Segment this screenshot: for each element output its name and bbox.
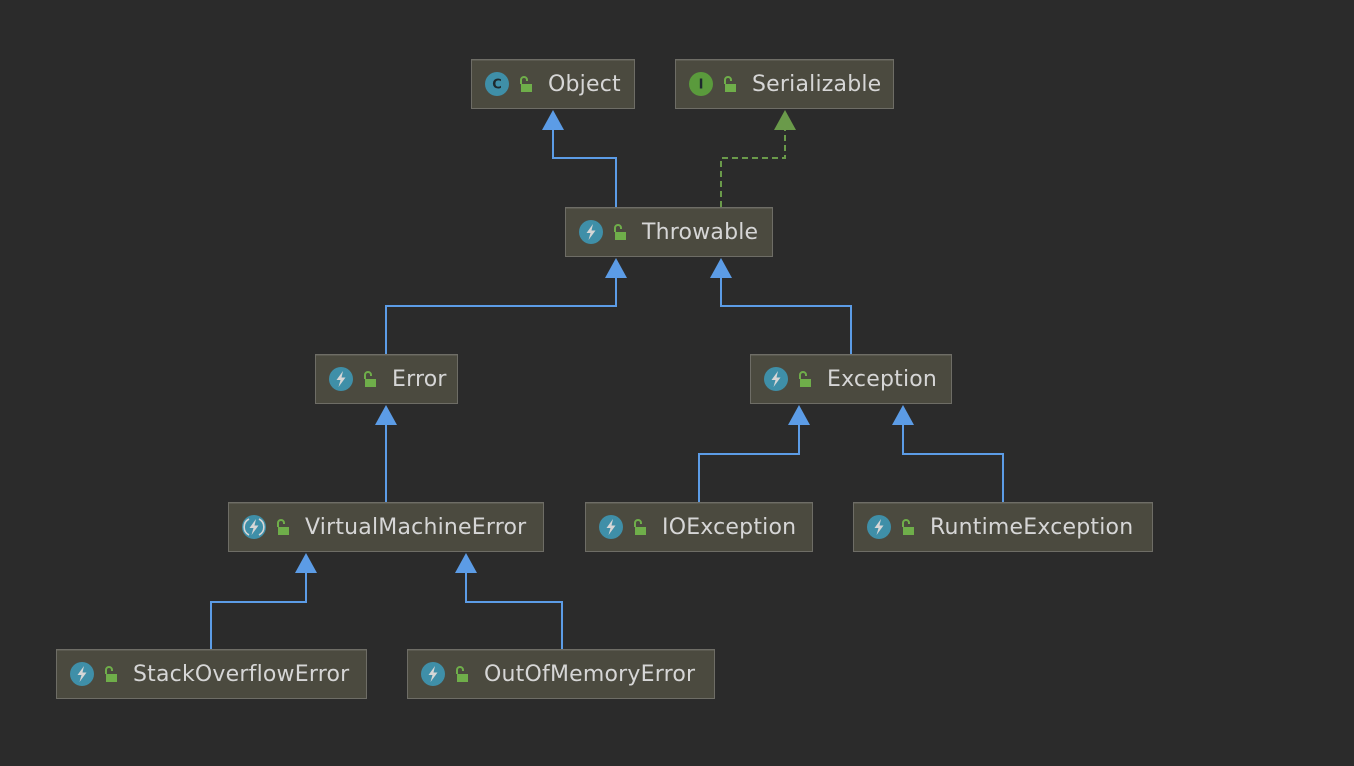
unlocked-lock-icon: [456, 666, 468, 682]
extends-arrowhead: [455, 553, 477, 573]
edges-layer: [210, 110, 1004, 649]
node-throwable[interactable]: Throwable: [565, 207, 773, 257]
node-label: StackOverflowError: [133, 661, 350, 687]
exception-class-icon: [329, 367, 353, 391]
node-error[interactable]: Error: [315, 354, 458, 404]
lightning-glyph: [249, 519, 259, 535]
node-object[interactable]: C Object: [471, 59, 635, 109]
unlocked-lock-icon: [520, 76, 532, 92]
unlocked-lock-icon: [634, 519, 646, 535]
node-serializable[interactable]: I Serializable: [675, 59, 894, 109]
extends-arrowhead: [892, 405, 914, 425]
unlocked-lock-icon: [799, 371, 811, 387]
node-label: Throwable: [642, 219, 759, 245]
badge-letter: I: [699, 78, 704, 93]
node-outofmemoryerror[interactable]: OutOfMemoryError: [407, 649, 715, 699]
edge-throwable-to-serializable: [720, 110, 796, 207]
node-label: Exception: [827, 366, 938, 392]
exception-class-icon: [579, 220, 603, 244]
exception-class-icon: [764, 367, 788, 391]
node-label: Serializable: [752, 71, 882, 97]
extends-arrowhead: [710, 258, 732, 278]
interface-icon: I: [689, 72, 713, 96]
edge-runtimeexception-to-exception: [892, 405, 1004, 502]
extends-arrowhead: [295, 553, 317, 573]
unlocked-lock-icon: [614, 224, 626, 240]
edge-virtualmachineerror-to-error: [375, 405, 397, 502]
edge-throwable-to-object: [542, 110, 617, 207]
node-label: Object: [548, 71, 621, 97]
badge-letter: C: [492, 78, 502, 93]
edge-stackoverflowerror-to-virtualmachineerror: [210, 553, 317, 649]
lightning-glyph: [874, 519, 884, 535]
node-label: Error: [392, 366, 447, 392]
node-label: OutOfMemoryError: [484, 661, 696, 687]
lightning-glyph: [336, 371, 346, 387]
extends-arrowhead: [788, 405, 810, 425]
edge-exception-to-throwable: [710, 258, 852, 354]
exception-class-icon: [421, 662, 445, 686]
unlocked-lock-icon: [364, 371, 376, 387]
node-runtimeexception[interactable]: RuntimeException: [853, 502, 1153, 552]
edge-ioexception-to-exception: [698, 405, 810, 502]
lightning-glyph: [771, 371, 781, 387]
node-ioexception[interactable]: IOException: [585, 502, 813, 552]
edge-error-to-throwable: [385, 258, 627, 354]
exception-class-icon: [70, 662, 94, 686]
node-exception[interactable]: Exception: [750, 354, 952, 404]
node-label: RuntimeException: [930, 514, 1134, 540]
exception-class-icon: [599, 515, 623, 539]
unlocked-lock-icon: [724, 76, 736, 92]
implements-arrowhead: [774, 110, 796, 130]
node-stackoverflowerror[interactable]: StackOverflowError: [56, 649, 367, 699]
unlocked-lock-icon: [105, 666, 117, 682]
exception-class-icon: [867, 515, 891, 539]
class-icon: C: [485, 72, 509, 96]
extends-arrowhead: [605, 258, 627, 278]
abstract-exception-class-icon: [242, 515, 266, 539]
edge-outofmemoryerror-to-virtualmachineerror: [455, 553, 563, 649]
lightning-glyph: [606, 519, 616, 535]
extends-arrowhead: [542, 110, 564, 130]
node-label: IOException: [662, 514, 797, 540]
unlocked-lock-icon: [277, 519, 289, 535]
lightning-glyph: [77, 666, 87, 682]
node-label: VirtualMachineError: [305, 514, 527, 540]
lightning-glyph: [428, 666, 438, 682]
node-virtualmachineerror[interactable]: VirtualMachineError: [228, 502, 544, 552]
unlocked-lock-icon: [902, 519, 914, 535]
lightning-glyph: [586, 224, 596, 240]
extends-arrowhead: [375, 405, 397, 425]
